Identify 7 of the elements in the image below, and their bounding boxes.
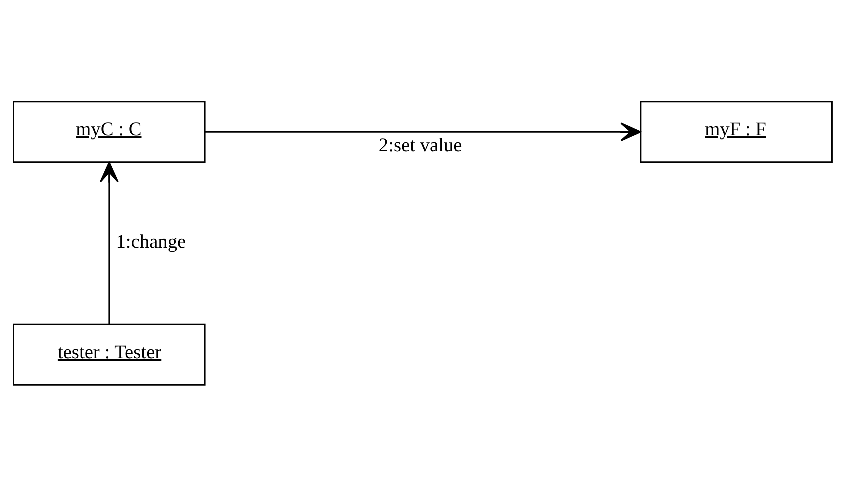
arrow [205, 122, 642, 142]
edge-label: 2:set value [378, 135, 462, 156]
node-box: myC : C [13, 101, 206, 164]
node-box: myF : F [640, 101, 833, 164]
node-box: tester : Tester [13, 324, 206, 386]
arrow [100, 162, 119, 324]
edge-label: 1:change [116, 232, 186, 254]
